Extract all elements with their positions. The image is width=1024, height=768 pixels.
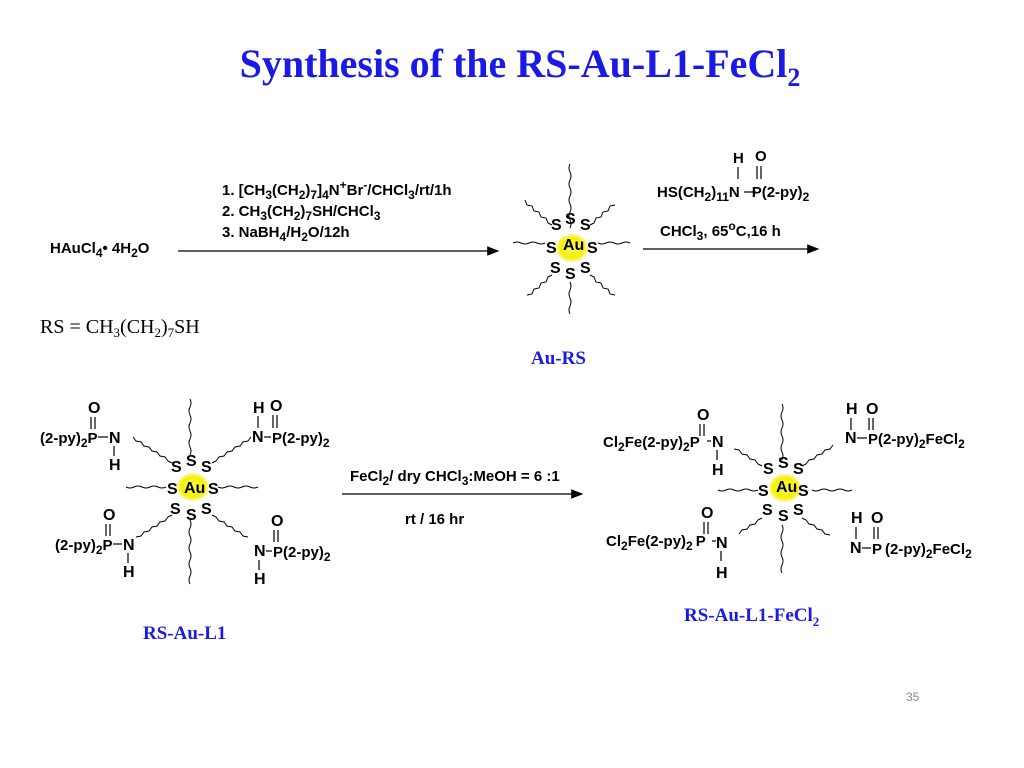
slide-title: Synthesis of the RS-Au-L1-FeCl2: [0, 40, 1024, 93]
hydrogen-atom: H: [109, 457, 121, 474]
oxygen-atom: O: [271, 513, 283, 530]
ligand-formula: P(2-py)2FeCl2: [872, 541, 972, 561]
rs-au-l1-label: RS-Au-L1: [143, 623, 226, 644]
step1-condition-1: 1. [CH3(CH2)7]4N+Br-/CHCl3/rt/1h: [222, 178, 452, 202]
sulfur-atom: S: [171, 459, 182, 476]
hydrogen-atom: H: [846, 401, 858, 418]
oxygen-atom: O: [270, 398, 282, 415]
sulfur-atom: S: [208, 481, 219, 498]
nitrogen-atom: N: [109, 430, 121, 447]
ligand-formula: P(2-py)2: [272, 430, 330, 450]
sulfur-atom: S: [793, 502, 804, 519]
gold-core: [556, 234, 588, 262]
sulfur-atom: S: [793, 461, 804, 478]
hydrogen-atom: H: [712, 462, 724, 479]
ligand-formula: (2-py)2P: [40, 430, 98, 450]
step1-condition-2: 2. CH3(CH2)7SH/CHCl3: [222, 203, 381, 223]
sulfur-atom: S: [565, 211, 576, 228]
ligand-formula: Cl2Fe(2-py)2P: [603, 434, 700, 454]
sulfur-atom: S: [763, 461, 774, 478]
sulfur-atom: S: [201, 501, 212, 518]
title-subscript: 2: [787, 63, 801, 92]
hydrogen-atom: H: [123, 564, 135, 581]
fe-ligand-upper-left: O Cl2Fe(2-py)2P N H: [603, 407, 724, 479]
step1-condition-3: 3. NaBH4/H2O/12h: [222, 224, 350, 244]
rs-au-l1-fecl2-nanoparticle: Au S S S S S S S S O Cl2Fe(2-py)2P N H H…: [603, 401, 972, 582]
rs-au-l1-fecl2-chains: [717, 403, 853, 574]
sulfur-atom: S: [167, 481, 178, 498]
sulfur-atom: S: [778, 508, 789, 525]
sulfur-atom: S: [758, 483, 769, 500]
page-number: 35: [906, 690, 920, 704]
ligand-formula: P(2-py)2: [273, 544, 331, 564]
sulfur-atom: S: [762, 502, 773, 519]
oxygen-atom: O: [866, 401, 878, 418]
gold-core: [177, 473, 209, 501]
reactant-haucl4: HAuCl4• 4H2O: [50, 240, 150, 260]
au-atom: Au: [184, 480, 205, 497]
sulfur-atom: S: [170, 501, 181, 518]
ligand-formula: (2-py)2P: [55, 537, 113, 557]
ligand-lower-right: O N P(2-py)2 H: [254, 513, 331, 588]
sulfur-atom: S: [546, 240, 557, 257]
sulfur-atom: S: [550, 260, 561, 277]
nitrogen-atom: N: [845, 430, 857, 447]
sulfur-atom: S: [580, 217, 591, 234]
nitrogen-atom: N: [712, 434, 724, 451]
rs-au-l1-fecl2-label: RS-Au-L1-FeCl2: [684, 605, 819, 629]
au-atom: Au: [776, 479, 797, 496]
ligand-formula: P(2-py)2FeCl2: [868, 431, 965, 451]
sulfur-atom: S: [587, 240, 598, 257]
ligand-lower-left: O (2-py)2P N H: [55, 507, 135, 581]
rs-au-l1-chains: [125, 398, 259, 585]
oxygen-atom: O: [103, 507, 115, 524]
reagent-h: H: [733, 150, 744, 167]
sulfur-atom: S: [580, 260, 591, 277]
step3-time: rt / 16 hr: [405, 511, 464, 528]
sulfur-atom: S: [565, 266, 576, 283]
nitrogen-atom: N: [123, 537, 135, 554]
au-rs-nanoparticle: Au S S S S S S S S: [512, 163, 631, 315]
au-rs-label: Au-RS: [531, 348, 586, 369]
oxygen-atom: O: [697, 407, 709, 424]
au-atom: Au: [563, 237, 584, 254]
title-main: Synthesis of the RS-Au-L1-FeCl: [239, 41, 788, 86]
oxygen-atom: O: [701, 505, 713, 522]
sulfur-atom: S: [798, 483, 809, 500]
rs-au-l1-nanoparticle: Au S S S S S S S S O (2-py)2P N H H O N …: [40, 398, 331, 588]
hydrogen-atom: H: [851, 510, 863, 527]
sulfur-atom: S: [186, 453, 197, 470]
ligand-upper-right: H O N P(2-py)2: [252, 398, 330, 450]
nitrogen-atom: N: [252, 429, 264, 446]
step3-conditions: FeCl2/ dry CHCl3:MeOH = 6 :1: [350, 468, 560, 488]
rs-definition: RS = CH3(CH2)7SH: [40, 316, 200, 340]
nitrogen-atom: N: [850, 540, 862, 557]
fe-ligand-lower-right: H O N P(2-py)2FeCl2: [850, 510, 972, 561]
reagent-o: O: [755, 148, 767, 165]
sulfur-atom: S: [186, 507, 197, 524]
sulfur-atom: S: [778, 455, 789, 472]
nitrogen-atom: N: [254, 543, 266, 560]
fe-ligand-upper-right: H O N P(2-py)2FeCl2: [845, 401, 965, 451]
nitrogen-atom: N: [716, 535, 728, 552]
au-rs-chains: [512, 163, 631, 315]
hydrogen-atom: H: [253, 400, 265, 417]
oxygen-atom: O: [871, 510, 883, 527]
step2-conditions: CHCl3, 65oC,16 h: [660, 219, 781, 243]
sulfur-atom: S: [201, 459, 212, 476]
hydrogen-atom: H: [254, 571, 266, 588]
ligand-upper-left: O (2-py)2P N H: [40, 400, 121, 474]
gold-core: [769, 474, 801, 502]
hydrogen-atom: H: [716, 565, 728, 582]
sulfur-atom: S: [551, 217, 562, 234]
oxygen-atom: O: [88, 400, 100, 417]
